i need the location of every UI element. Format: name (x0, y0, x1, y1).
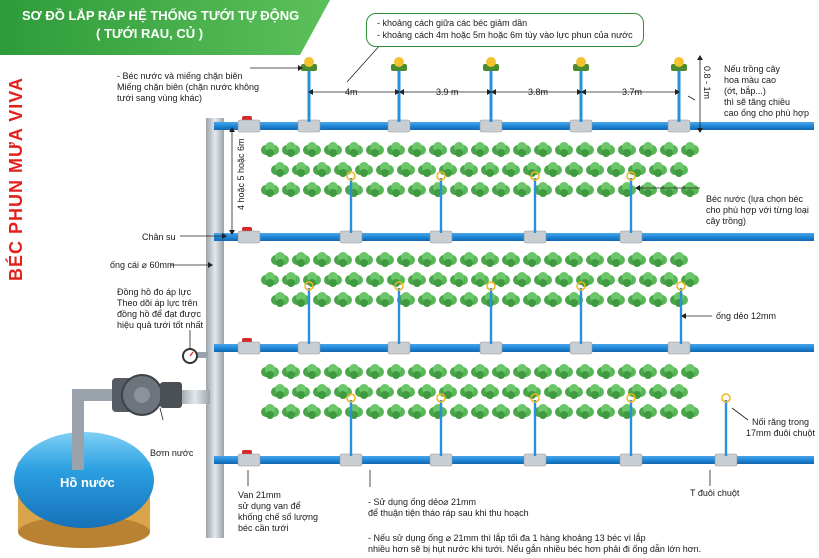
vegetable-beds (261, 142, 699, 419)
spacing-label-4: 3.7m (622, 87, 643, 97)
title-banner (0, 0, 330, 55)
row-spacing-label: 4 hoặc 5 hoặc 6m (236, 138, 246, 210)
spacing-note-box: - khoảng cách giữa các béc giảm dần - kh… (366, 13, 644, 47)
flex-pipe-label: ống dẻo 12mm (716, 311, 777, 321)
title-line-2: ( TƯỚI RAU, CỦ ) (96, 26, 204, 41)
pipe-note-label: - Sử dụng ống dẻo⌀ 21mm để thuận tiện th… (368, 497, 529, 518)
water-pond (14, 432, 154, 548)
pressure-gauge-label: Đồng hồ đo áp lực Theo dõi áp lực trên đ… (117, 287, 203, 330)
title-line-1: SƠ ĐỒ LẮP RÁP HỆ THỐNG TƯỚI TỰ ĐỘNG (22, 8, 300, 23)
brand-side-text: BÉC PHUN MƯA VIVA (6, 77, 26, 281)
pump-label: Bơm nước (150, 448, 194, 458)
height-label: 0.8 - 1m (702, 66, 712, 100)
title-area: SƠ ĐỒ LẮP RÁP HỆ THỐNG TƯỚI TỰ ĐỘNG ( TƯ… (0, 0, 330, 48)
dimension-lines (159, 33, 749, 487)
pressure-gauge (182, 348, 208, 364)
pipe-fittings (237, 119, 738, 467)
bottom-note: - Nếu sử dụng ống ⌀ 21mm thì lắp tối đa … (368, 533, 702, 554)
valve-label: Van 21mm sử dụng van để khống chế số lượ… (238, 490, 318, 533)
water-pump (112, 374, 182, 416)
main-pipe-label: ống cái ⌀ 60mm (110, 260, 175, 270)
tooth-joint-label: Nối răng trong 17mm đuôi chuột (746, 417, 816, 438)
tall-crops-note: Nếu trồng cây hoa màu cao (ớt, bắp...) t… (724, 64, 809, 118)
main-pipe (206, 118, 224, 538)
suction-pipe (72, 389, 118, 470)
lateral-pipes (214, 122, 814, 464)
sprinkler-stopper-label: - Béc nước và miếng chặn biên Miếng chặn… (117, 71, 260, 103)
arrow-heads (208, 55, 703, 319)
sprinkler-choice-label: Béc nước (lựa chọn béc cho phù hợp với t… (706, 194, 809, 226)
spacing-label-3: 3.8m (528, 87, 549, 97)
pond-label: Hồ nước (60, 475, 115, 490)
spacing-label-2: 3.9 m (436, 87, 459, 97)
spacing-label-1: 4m (345, 87, 358, 97)
tee-label: T đuôi chuột (690, 488, 740, 498)
top-sprinklers (301, 57, 687, 122)
chan-su-label: Chân su (142, 232, 176, 242)
note-line-1: - khoảng cách giữa các béc giảm dần (377, 18, 528, 28)
note-line-2: - khoảng cách 4m hoặc 5m hoặc 6m tùy vào… (377, 30, 633, 40)
sprinkler-risers (304, 171, 731, 456)
